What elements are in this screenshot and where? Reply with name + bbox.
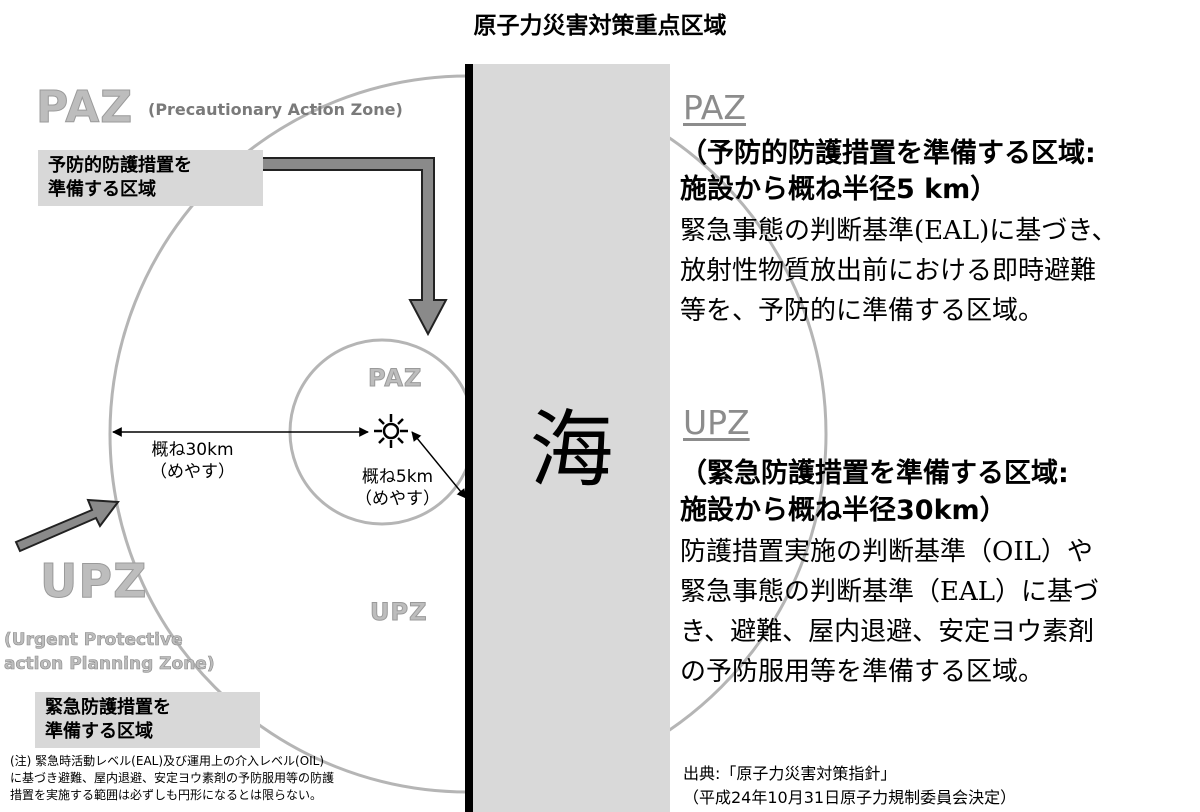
right-paz-desc-line3: 等を、予防的に準備する区域。 <box>680 296 1045 326</box>
inner-upz-label: UPZ <box>369 598 428 626</box>
inner-paz-label: PAZ <box>367 364 423 392</box>
right-upz-subtitle-2: 施設から概ね半径30km） <box>680 495 1007 526</box>
right-paz-heading: PAZ <box>683 88 746 127</box>
footnote-line3: 措置を実施する範囲は必ずしも円形になるとは限らない。 <box>10 788 323 802</box>
upz-fullname-line1: (Urgent Protective <box>4 630 183 651</box>
right-paz-subtitle-2: 施設から概ね半径5 km） <box>680 174 998 205</box>
radius-5km-line1: 概ね5km <box>361 467 434 487</box>
radius-30km-line2: （めやす） <box>150 462 235 482</box>
sea-area <box>473 64 670 812</box>
right-upz-desc-line1: 防護措置実施の判断基準（OIL）や <box>680 537 1093 567</box>
upz-pointer-arrow <box>14 498 120 553</box>
radius-5km-arrow <box>411 431 467 499</box>
right-paz-subtitle-1: （予防的防護措置を準備する区域: <box>680 138 1096 169</box>
radius-30km-line1: 概ね30km <box>151 440 234 460</box>
paz-description-box: 予防的防護措置を 準備する区域 <box>38 150 263 206</box>
footnote: (注) 緊急時活動レベル(EAL)及び運用上の介入レベル(OIL) に基づき避難… <box>10 753 480 804</box>
upz-fullname: (Urgent Protective action Planning Zone) <box>4 628 215 676</box>
coastline-divider <box>465 64 473 812</box>
right-paz-description: 緊急事態の判断基準(EAL)に基づき、 放射性物質放出前における即時避難 等を、… <box>680 211 1198 331</box>
source-citation: 出典:「原子力災害対策指針」 （平成24年10月31日原子力規制委員会決定） <box>683 762 1016 810</box>
upz-heading: UPZ <box>39 554 148 608</box>
upz-description-box: 緊急防護措置を 準備する区域 <box>35 692 260 748</box>
paz-heading: PAZ <box>35 82 134 133</box>
upz-fullname-line2: action Planning Zone) <box>4 654 215 675</box>
right-paz-desc-line2: 放射性物質放出前における即時避難 <box>680 256 1097 286</box>
footnote-line1: (注) 緊急時活動レベル(EAL)及び運用上の介入レベル(OIL) <box>10 754 325 768</box>
radius-5km-label: 概ね5km （めやす） <box>355 466 440 510</box>
radius-5km-line2: （めやす） <box>355 489 440 509</box>
source-line2: （平成24年10月31日原子力規制委員会決定） <box>683 788 1017 807</box>
paz-fullname: (Precautionary Action Zone) <box>148 100 403 119</box>
paz-pointer-arrow <box>249 157 448 337</box>
source-line1: 出典:「原子力災害対策指針」 <box>683 764 897 783</box>
paz-box-line2: 準備する区域 <box>48 179 156 200</box>
upz-box-line1: 緊急防護措置を <box>45 697 171 718</box>
right-paz-desc-line1: 緊急事態の判断基準(EAL)に基づき、 <box>680 216 1118 246</box>
right-upz-desc-line3: き、避難、屋内退避、安定ヨウ素剤 <box>680 617 1095 647</box>
right-upz-description: 防護措置実施の判断基準（OIL）や 緊急事態の判断基準（EAL）に基づ き、避難… <box>680 532 1198 692</box>
paz-box-line1: 予防的防護措置を <box>48 155 192 176</box>
nuclear-facility-icon <box>372 412 410 450</box>
sea-label: 海 <box>529 401 614 499</box>
right-upz-heading: UPZ <box>683 403 750 442</box>
right-upz-desc-line4: の予防服用等を準備する区域。 <box>680 657 1045 687</box>
upz-box-line2: 準備する区域 <box>45 721 153 742</box>
diagram-title: 原子力災害対策重点区域 <box>473 13 727 39</box>
radius-30km-label: 概ね30km （めやす） <box>150 439 235 483</box>
right-upz-subtitle-1: （緊急防護措置を準備する区域: <box>680 458 1069 489</box>
footnote-line2: に基づき避難、屋内退避、安定ヨウ素剤の予防服用等の防護 <box>10 771 335 785</box>
right-upz-desc-line2: 緊急事態の判断基準（EAL）に基づ <box>680 577 1100 607</box>
